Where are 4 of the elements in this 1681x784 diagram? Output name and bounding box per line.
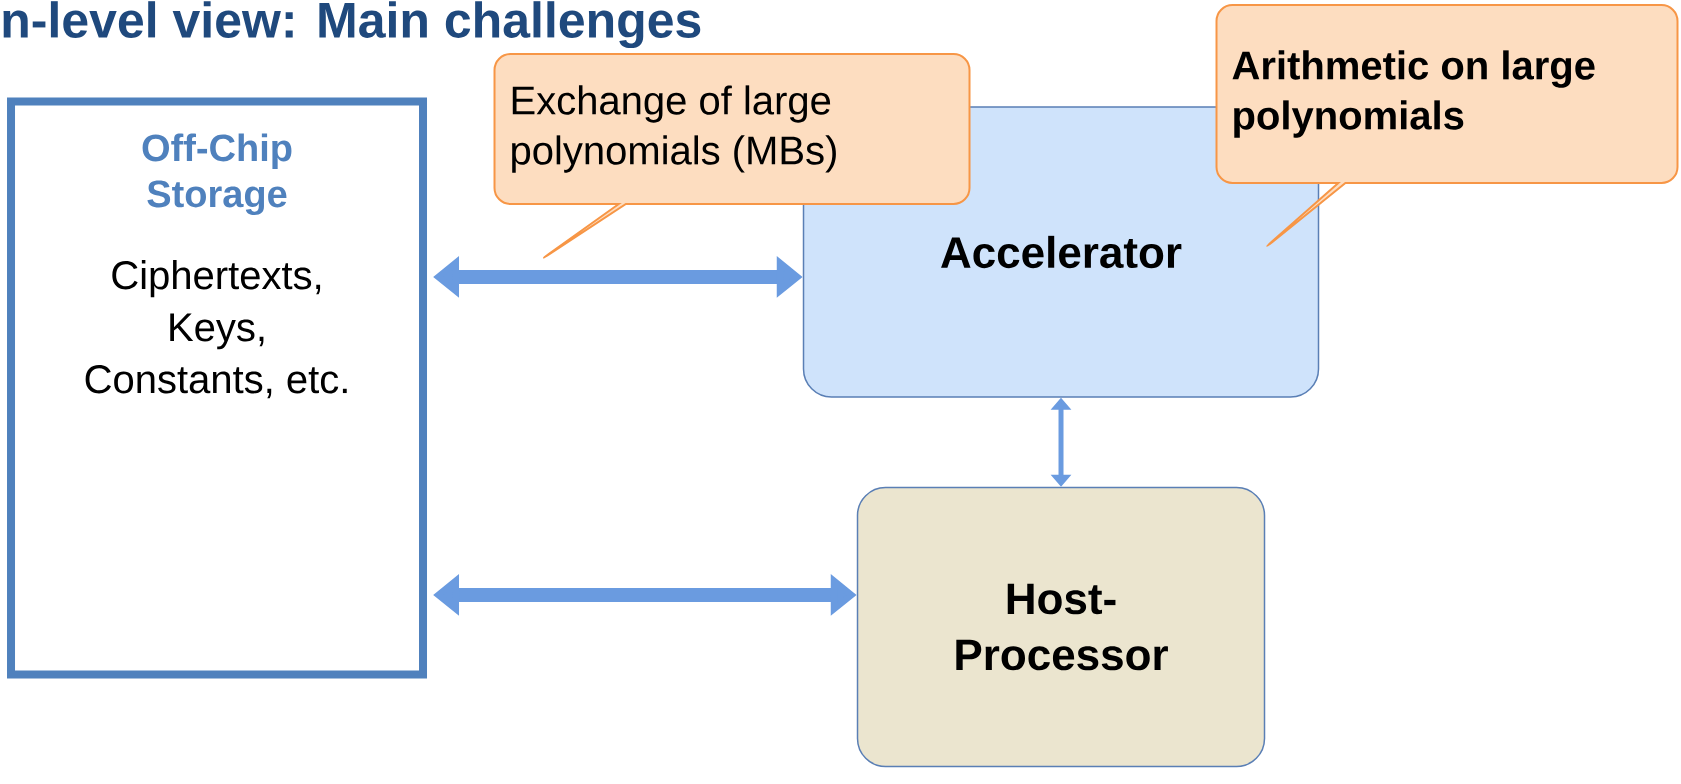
process-box: Host-Processor [856, 486, 1266, 768]
slide-title: n-level view: Main challenges [3, 1, 701, 48]
speech-callout: Arithmetic on large polynomials [1215, 4, 1679, 247]
storage-box: Off-Chip Storage Ciphertexts, Keys, Constants, etc. [7, 97, 427, 679]
